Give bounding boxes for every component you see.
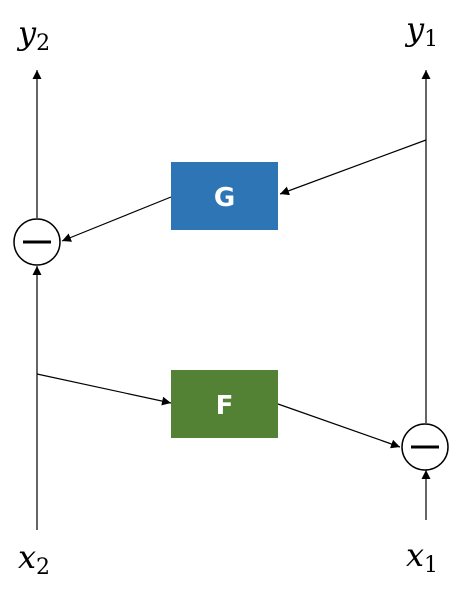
block-g-box bbox=[171, 162, 278, 230]
block-f: F bbox=[171, 370, 278, 438]
right-minus-operator bbox=[401, 423, 449, 471]
output-label-y1: y1 bbox=[404, 10, 438, 52]
input-label-x1: x1 bbox=[406, 536, 438, 578]
block-f-label: F bbox=[216, 391, 234, 421]
wire-y1-branch-to-g bbox=[279, 139, 427, 196]
left-minus-operator bbox=[13, 218, 61, 266]
block-g: G bbox=[171, 162, 278, 230]
wire-x2-branch-to-f bbox=[36, 373, 172, 406]
output-label-y2: y2 bbox=[16, 14, 50, 56]
input-label-x2: x2 bbox=[18, 538, 50, 580]
wire-f-to-right-operator bbox=[277, 403, 401, 449]
block-g-label: G bbox=[214, 183, 235, 213]
block-f-box bbox=[171, 370, 278, 438]
wire-g-to-left-operator bbox=[61, 196, 172, 242]
